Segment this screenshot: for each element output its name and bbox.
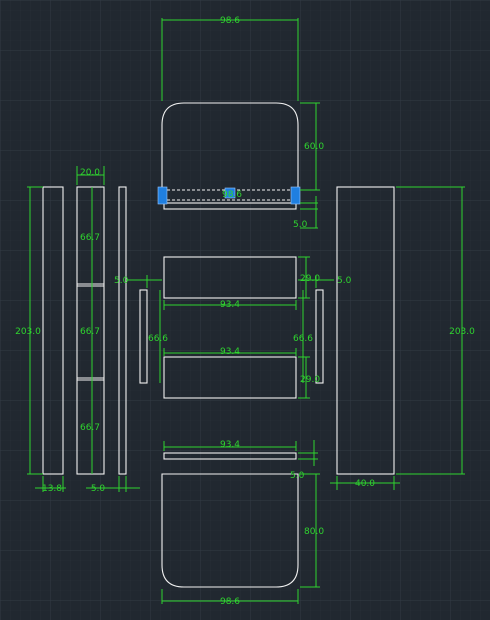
dim-left-bottom-width: 13.8 <box>42 484 62 494</box>
dim-top-part-width: 98.6 <box>220 16 240 26</box>
mid-top-rect[interactable] <box>163 256 297 299</box>
dim-mid-right-gap: 5.0 <box>337 276 352 286</box>
dim-right-bottom-width: 40.0 <box>355 479 375 489</box>
dim-bottom-strip-thickness: 5.0 <box>290 471 305 481</box>
grip-left[interactable] <box>157 186 168 205</box>
dim-bottom-part-height: 80.0 <box>304 527 324 537</box>
left-parts[interactable] <box>42 186 127 475</box>
left-panel-segmented[interactable] <box>76 186 105 475</box>
middle-dimensions: 5.0 5.0 29.0 93.4 66.6 66.6 93.4 29.0 <box>114 256 352 399</box>
grip-right[interactable] <box>290 186 301 205</box>
mid-bottom-rect[interactable] <box>163 356 297 399</box>
bottom-dimensions: 93.4 5.0 80.0 98.6 <box>161 440 324 607</box>
left-panel-wide[interactable] <box>42 186 64 475</box>
top-dimensions: 98.6 60.0 5.0 98.6 <box>161 16 324 230</box>
dim-left-seg2: 66.7 <box>80 327 100 337</box>
mid-right-side-bar[interactable] <box>315 289 324 384</box>
bottom-part-outline[interactable] <box>161 473 299 588</box>
top-part-outline[interactable] <box>161 102 299 190</box>
dim-mid-bottom-width: 93.4 <box>220 347 240 357</box>
top-strip[interactable] <box>163 202 297 210</box>
dim-mid-top-width: 93.4 <box>220 300 240 310</box>
middle-parts[interactable] <box>139 256 324 399</box>
top-part[interactable] <box>157 102 301 210</box>
dim-mid-top-height: 29.0 <box>300 274 320 284</box>
dim-bottom-part-width: 98.6 <box>220 597 240 607</box>
dim-left-seg1: 66.7 <box>80 233 100 243</box>
dim-mid-left-gap: 5.0 <box>114 276 129 286</box>
right-panel[interactable] <box>336 186 395 475</box>
dim-top-strip-thickness: 5.0 <box>293 220 308 230</box>
dim-top-selected-width: 98.6 <box>222 190 242 200</box>
left-dimensions: 20.0 66.7 66.7 66.7 203.0 13.8 5.0 <box>15 166 140 494</box>
dim-top-part-height: 60.0 <box>304 142 324 152</box>
right-parts[interactable] <box>336 186 395 475</box>
dim-mid-right-side-height: 66.6 <box>293 334 313 344</box>
grip-middle[interactable] <box>224 187 236 199</box>
bottom-parts[interactable] <box>161 452 299 588</box>
mid-left-side-bar[interactable] <box>139 289 148 384</box>
left-panel-thin[interactable] <box>118 186 127 475</box>
dim-left-overall-height: 203.0 <box>15 327 41 337</box>
dim-left-bottom-thickness: 5.0 <box>91 484 106 494</box>
dim-mid-left-side-height: 66.6 <box>148 334 168 344</box>
right-dimensions: 203.0 40.0 <box>330 186 475 490</box>
dim-left-strip-top-width: 20.0 <box>80 168 100 178</box>
dim-left-seg3: 66.7 <box>80 423 100 433</box>
dim-bottom-strip-width: 93.4 <box>220 440 240 450</box>
dim-right-overall-height: 203.0 <box>449 327 475 337</box>
bottom-strip[interactable] <box>163 452 297 460</box>
dim-mid-bottom-height: 29.0 <box>300 375 320 385</box>
